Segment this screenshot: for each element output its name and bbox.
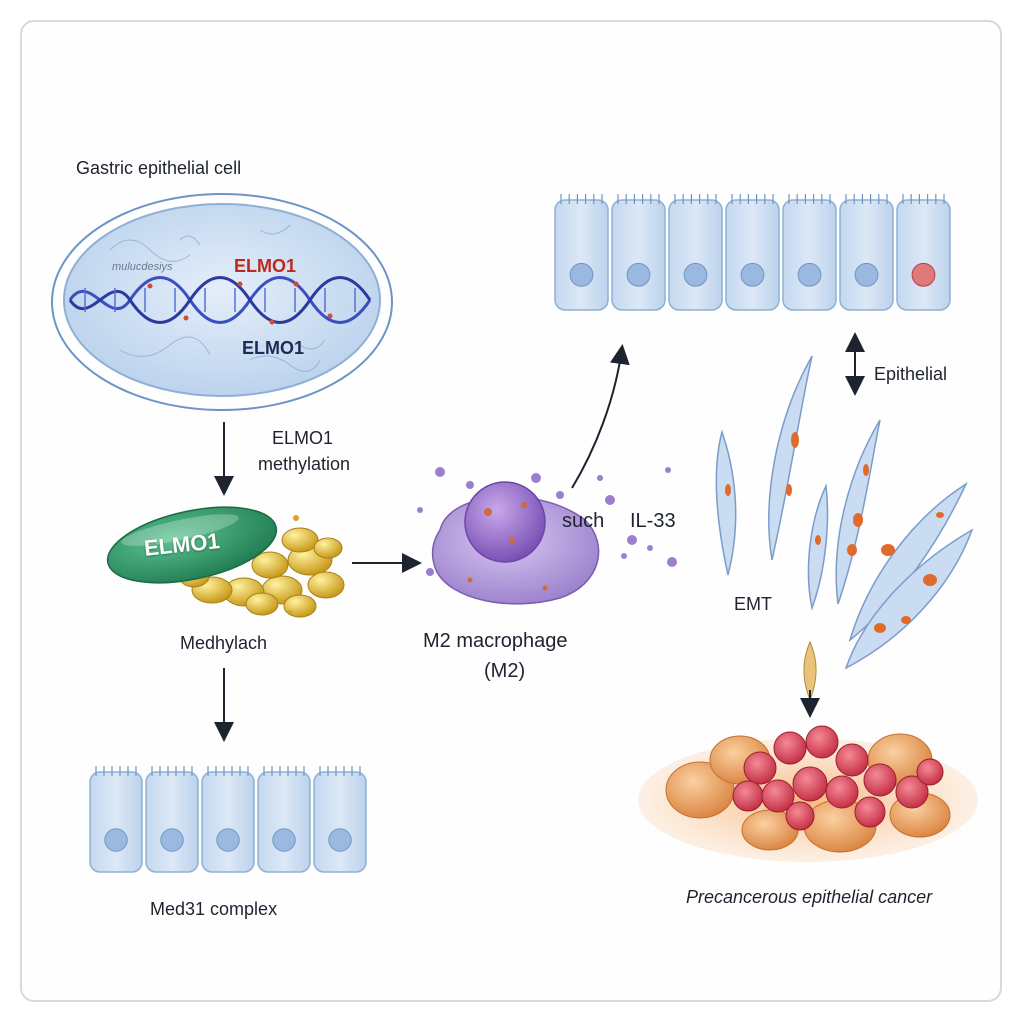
nucleus <box>216 828 240 852</box>
nucleus <box>797 262 822 287</box>
gastric-cell <box>51 193 393 411</box>
med31-label: Med31 complex <box>150 899 278 919</box>
gold-granules <box>178 515 345 618</box>
epithelial-column-cell <box>839 194 894 311</box>
nucleus <box>160 828 184 852</box>
epithelial-column-cell <box>554 194 609 311</box>
dna-faint-label: mulucdesiys <box>112 261 173 273</box>
epithelial-column-cell <box>145 766 199 873</box>
m2-label-line1: M2 macrophage <box>423 630 568 652</box>
nucleus <box>104 828 128 852</box>
methylation-label-line1: ELMO1 <box>272 428 334 448</box>
nucleus <box>328 828 352 852</box>
epithelial-column-cell <box>257 766 311 873</box>
precancerous-label: Precancerous epithelial cancer <box>686 887 933 907</box>
epithelial-label: Epithelial <box>874 364 948 384</box>
emt-label: EMT <box>734 594 772 614</box>
m2-label-line2: (M2) <box>484 660 526 682</box>
secreted-particles <box>417 467 677 576</box>
il33-label: IL-33 <box>630 510 676 532</box>
abnormal-nucleus <box>911 262 936 287</box>
epithelial-column-cell <box>89 766 143 873</box>
medhylach-label: Medhylach <box>180 633 268 653</box>
arrow-to-tumor <box>800 640 820 718</box>
epithelial-column-cell <box>201 766 255 873</box>
epithelial-column-cell <box>782 194 837 311</box>
epithelial-row-top <box>554 194 951 311</box>
nucleus <box>272 828 296 852</box>
epithelial-column-cell <box>611 194 666 311</box>
epithelial-column-cell <box>668 194 723 311</box>
elmo1-red-label: ELMO1 <box>234 256 297 276</box>
elmo1-pill <box>106 506 278 584</box>
arrow-to-epithelium <box>571 344 630 489</box>
m2-macrophage <box>417 467 677 605</box>
such-label: such <box>562 510 605 532</box>
methylation-label-line2: methylation <box>258 454 351 474</box>
nucleus <box>854 262 879 287</box>
nucleus <box>683 262 708 287</box>
med31-epithelium <box>89 766 367 873</box>
nucleus <box>740 262 765 287</box>
tumor-mass <box>638 725 978 862</box>
nucleus <box>569 262 594 287</box>
gastric-cell-title: Gastric epithelial cell <box>76 158 242 178</box>
dna-helix <box>68 276 372 324</box>
epithelial-column-cell <box>725 194 780 311</box>
epithelial-column-cell <box>896 194 951 311</box>
elmo1-dark-label: ELMO1 <box>242 338 305 358</box>
nucleus <box>626 262 651 287</box>
emt-cells <box>715 355 974 670</box>
epithelial-column-cell <box>313 766 367 873</box>
